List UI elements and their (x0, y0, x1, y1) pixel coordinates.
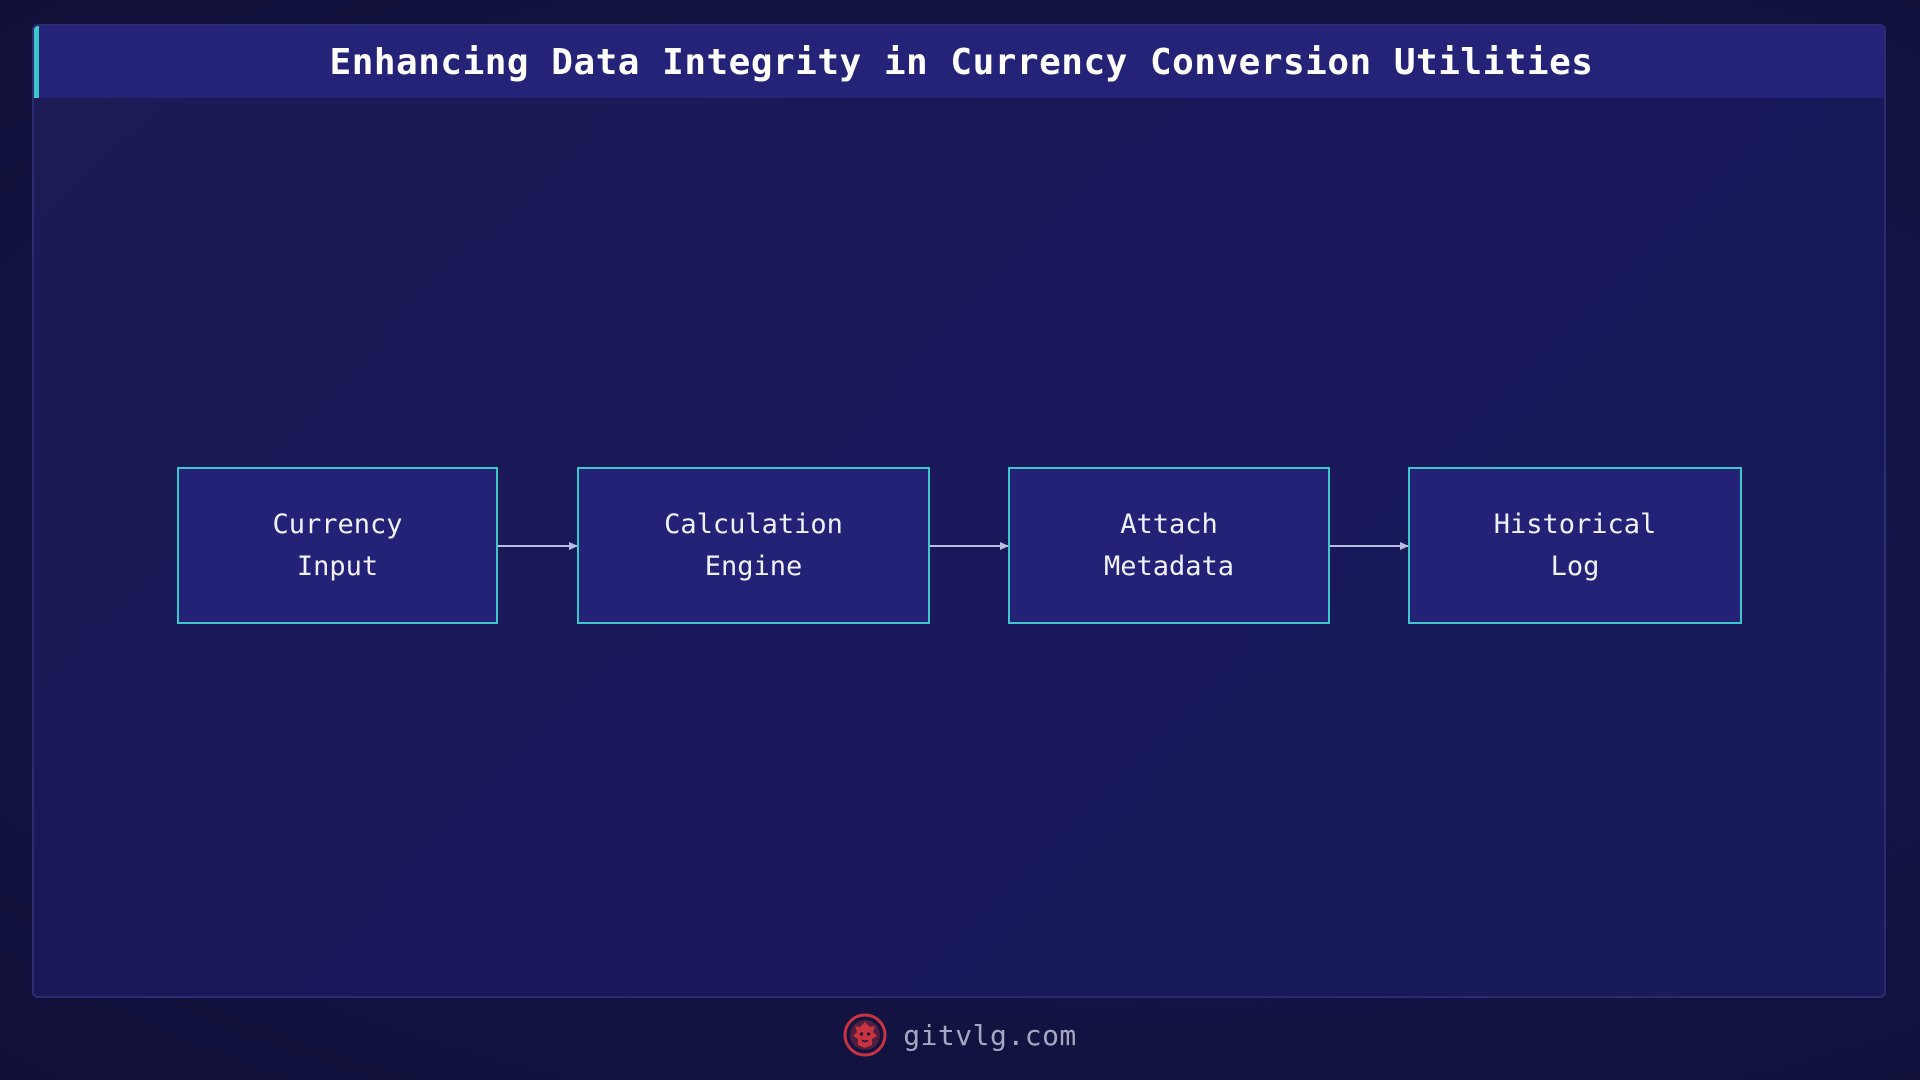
node-label: Calculation Engine (664, 508, 843, 582)
node-label: Historical Log (1493, 508, 1657, 582)
node-calculation-engine: Calculation Engine (577, 467, 930, 624)
node-attach-metadata: Attach Metadata (1008, 467, 1330, 624)
node-currency-input: Currency Input (177, 467, 498, 624)
diagram-title: Enhancing Data Integrity in Currency Con… (329, 41, 1594, 83)
node-label: Currency Input (272, 508, 403, 582)
footer-site[interactable]: gitvlg.com (903, 1018, 1077, 1052)
lion-head-icon (843, 1013, 887, 1057)
node-historical-log: Historical Log (1408, 467, 1742, 624)
title-bar: Enhancing Data Integrity in Currency Con… (34, 26, 1884, 98)
node-label: Attach Metadata (1103, 508, 1235, 582)
footer: gitvlg.com (0, 1008, 1920, 1062)
